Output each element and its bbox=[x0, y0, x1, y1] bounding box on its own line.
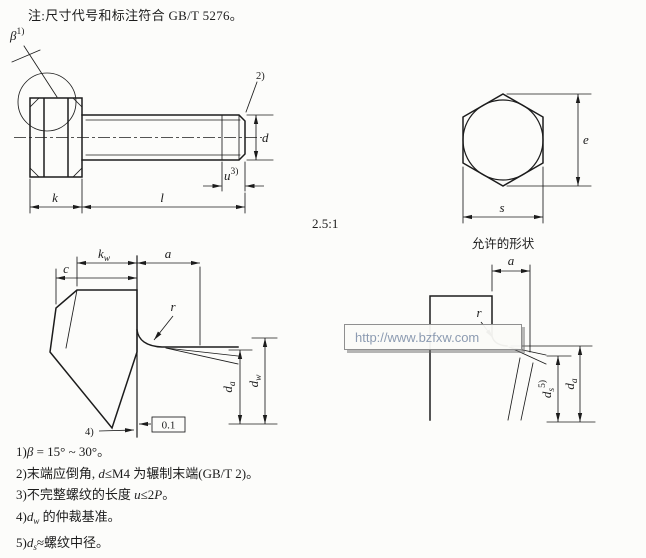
shank-section-outline bbox=[429, 295, 508, 421]
detail-extension-lines bbox=[55, 256, 201, 346]
hexagon-outline bbox=[462, 93, 544, 187]
footnote-1: 1)β = 15° ~ 30°。 bbox=[16, 444, 111, 459]
dim-label-r-right: r bbox=[476, 305, 482, 320]
bolt-head-outline bbox=[29, 97, 83, 178]
dim-label-da-left: da bbox=[220, 381, 238, 393]
dim-label-s: s bbox=[499, 200, 504, 215]
scale-label: 2.5:1 bbox=[312, 216, 338, 231]
footnote-5-text: 5) bbox=[16, 535, 27, 550]
head-section-outline bbox=[49, 289, 138, 430]
dim-label-a-right: a bbox=[508, 253, 515, 268]
dim-label-kw: kw bbox=[98, 246, 111, 264]
thread-lines bbox=[85, 114, 241, 161]
dim-label-beta: β1) bbox=[9, 26, 24, 43]
e-extension-lines bbox=[506, 93, 592, 187]
chamfer-angle-leader-lines bbox=[11, 45, 58, 98]
thread-runout-lines-right bbox=[507, 346, 547, 421]
dim-label-da-right: da bbox=[562, 378, 580, 390]
tolerance-value: 0.1 bbox=[162, 420, 176, 432]
footnotes: 1)β = 15° ~ 30°。 2)末端应倒角, d≤M4 为辗制末端(GB/… bbox=[16, 441, 259, 558]
end-view-caption: 允许的形状 bbox=[472, 236, 535, 251]
footnote-3: 3)不完整螺纹的长度 u≤2P。 bbox=[16, 487, 176, 502]
head-facet-line bbox=[65, 289, 78, 349]
footnote2-leader bbox=[245, 81, 258, 113]
watermark-box: http://www.bzfxw.com bbox=[344, 324, 522, 350]
footnote-4: 4)dw 的仲裁基准。 bbox=[16, 508, 121, 526]
dim-label-dw: dw bbox=[246, 374, 264, 388]
footnote-4-text: 4) bbox=[16, 508, 27, 524]
top-note: 注:尺寸代号和标注符合 GB/T 5276。 bbox=[28, 8, 244, 23]
footnote-3-text: 3)不完整螺纹的长度 bbox=[16, 487, 135, 502]
dim-label-u: u3) bbox=[224, 166, 238, 183]
footnote4-leader bbox=[98, 428, 135, 433]
footnote-5: 5)ds≈螺纹中径。 bbox=[16, 535, 109, 552]
footnote-ref-2: 2) bbox=[256, 71, 265, 82]
dim-label-c: c bbox=[63, 261, 69, 276]
k-l-extension-lines bbox=[29, 178, 246, 214]
ds-da-reference-ticks bbox=[510, 345, 596, 423]
dim-label-d: d bbox=[262, 130, 269, 145]
tolerance-frame bbox=[151, 416, 186, 433]
r-leader-left bbox=[153, 315, 174, 341]
a-extension-lines-right bbox=[491, 264, 531, 353]
fillet-and-shank-surface bbox=[136, 329, 239, 348]
u-extension-lines bbox=[221, 161, 246, 192]
dim-label-k: k bbox=[52, 190, 58, 205]
dim-label-ds: ds5) bbox=[537, 380, 557, 398]
da-dw-reference-ticks bbox=[228, 337, 278, 425]
bolt-shank-outline bbox=[81, 114, 246, 161]
dim-label-a-left: a bbox=[165, 246, 172, 261]
dim-label-e: e bbox=[583, 132, 589, 147]
hex-head-end-view: e s 允许的形状 bbox=[462, 93, 592, 251]
footnote-2-text: 2)末端应倒角, bbox=[16, 465, 99, 481]
underhead-detail-view: kw a c r da dw 0.1 4) bbox=[49, 246, 278, 438]
watermark-url: http://www.bzfxw.com bbox=[355, 329, 480, 345]
dim-label-r-left: r bbox=[170, 299, 176, 314]
footnote-1-text: 1) bbox=[16, 444, 27, 459]
footnote-ref-4: 4) bbox=[85, 427, 94, 438]
s-extension-lines bbox=[462, 166, 544, 224]
inscribed-circle bbox=[462, 99, 544, 181]
dim-label-l: l bbox=[160, 190, 164, 205]
footnote-2: 2)末端应倒角, d≤M4 为辗制末端(GB/T 2)。 bbox=[16, 465, 260, 481]
thread-runout-lines bbox=[165, 347, 239, 365]
d-extension-lines bbox=[246, 114, 274, 161]
detail-callout-circle bbox=[17, 72, 77, 132]
bolt-head-chamfer-lines bbox=[29, 97, 83, 178]
main-bolt-side-view: β1) 2) d u3) k l bbox=[9, 26, 274, 214]
